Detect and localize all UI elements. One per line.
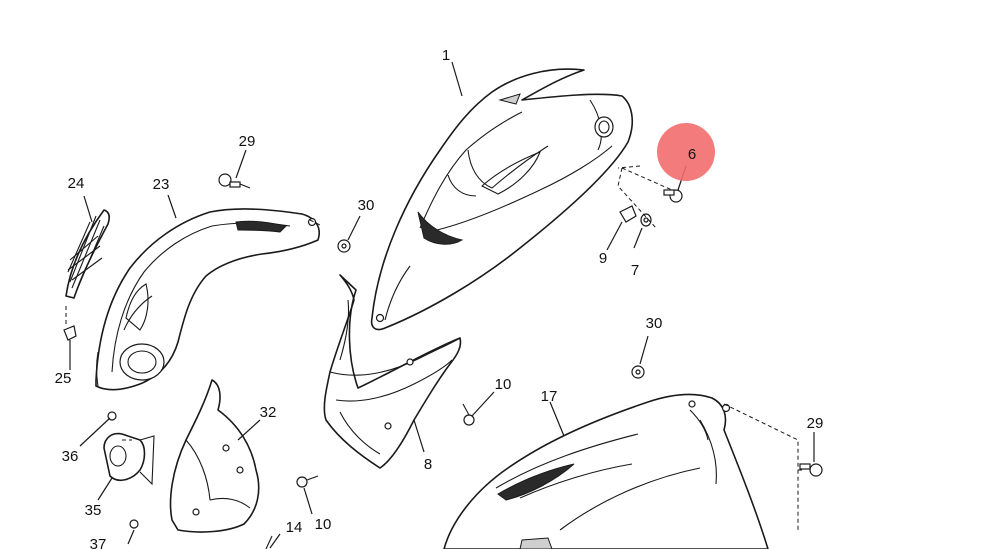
callout-8[interactable]: 8 (424, 456, 432, 473)
callout-29-right[interactable]: 29 (807, 415, 824, 432)
callout-9[interactable]: 9 (599, 250, 607, 267)
callout-10-lower[interactable]: 10 (315, 516, 332, 533)
callout-23[interactable]: 23 (153, 176, 170, 193)
part-8-lower-inner-cover[interactable] (323, 274, 462, 469)
part-35-horn[interactable] (103, 432, 155, 486)
screw-29-left[interactable] (218, 173, 251, 189)
callout-labels: 1 6 7 8 9 10 10 14 17 23 24 25 29 29 30 … (55, 47, 824, 549)
callout-30-upper[interactable]: 30 (358, 197, 375, 214)
part-32-bracket[interactable] (169, 379, 260, 533)
callout-32[interactable]: 32 (260, 404, 277, 421)
part-14-panel[interactable] (265, 535, 273, 549)
clip-25[interactable] (63, 325, 77, 341)
part-17-front-lower-cover[interactable] (443, 393, 769, 549)
part-24-grille[interactable] (65, 209, 110, 299)
reference-lines (65, 165, 804, 530)
callout-7[interactable]: 7 (631, 262, 639, 279)
washer-7[interactable] (640, 213, 652, 227)
callout-35[interactable]: 35 (85, 502, 102, 519)
clip-9[interactable] (619, 205, 637, 223)
screw-29-right[interactable] (799, 463, 823, 477)
callout-25[interactable]: 25 (55, 370, 72, 387)
screw-10-lower[interactable] (296, 475, 319, 488)
callout-30-lower[interactable]: 30 (646, 315, 663, 332)
callout-29-left[interactable]: 29 (239, 133, 256, 150)
callout-36[interactable]: 36 (62, 448, 79, 465)
screw-37[interactable] (129, 519, 139, 529)
hardware (63, 173, 823, 529)
screw-6[interactable] (663, 189, 683, 203)
callout-24[interactable]: 24 (68, 175, 85, 192)
highlight-marker (657, 123, 715, 181)
washer-30-lower[interactable] (631, 365, 645, 379)
part-23-leg-shield[interactable] (95, 208, 320, 391)
callout-17[interactable]: 17 (541, 388, 558, 405)
callout-6[interactable]: 6 (688, 146, 696, 163)
callout-37[interactable]: 37 (90, 536, 107, 549)
callout-1[interactable]: 1 (442, 47, 450, 64)
callout-10-right[interactable]: 10 (495, 376, 512, 393)
callout-14[interactable]: 14 (286, 519, 303, 536)
screw-10-right[interactable] (462, 403, 475, 426)
washer-30-upper[interactable] (337, 239, 351, 253)
part-1-front-cowl[interactable] (370, 68, 634, 331)
